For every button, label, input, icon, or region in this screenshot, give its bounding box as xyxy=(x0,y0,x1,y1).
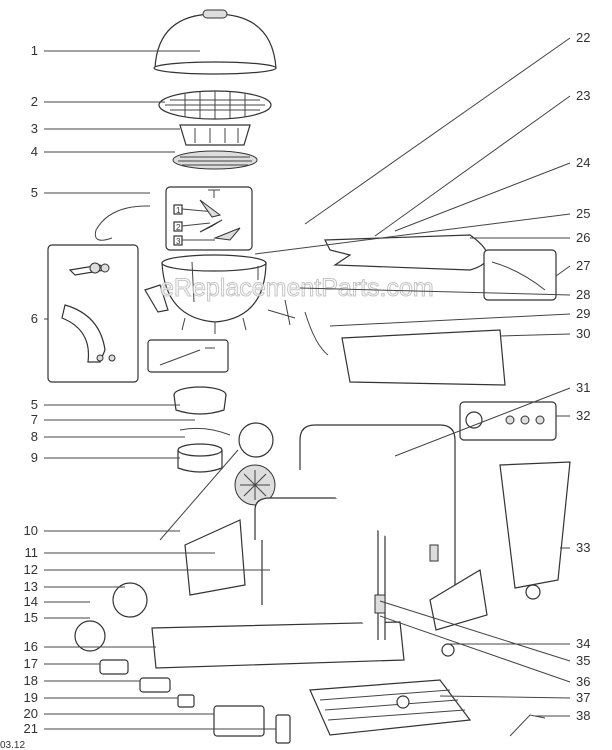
cooking-grate-part xyxy=(158,90,272,120)
part-number-label: 19 xyxy=(24,690,38,705)
part-number-label: 5 xyxy=(31,185,38,200)
leader-line xyxy=(304,37,571,225)
leader-line xyxy=(555,265,571,277)
leader-line xyxy=(394,162,571,232)
leader-line xyxy=(394,387,571,457)
leader-line xyxy=(499,333,571,337)
part-number-label: 21 xyxy=(24,721,38,736)
leader-line xyxy=(379,600,571,662)
part-number-label: 2 xyxy=(31,94,38,109)
inset-box-27 xyxy=(483,249,557,301)
leader-line xyxy=(254,213,571,255)
part-number-label: 38 xyxy=(576,708,590,723)
part-number-label: 27 xyxy=(576,258,590,273)
side-handle-part xyxy=(184,519,246,596)
part-number-label: 4 xyxy=(31,144,38,159)
diagram-code: 03.12 xyxy=(0,740,25,750)
part-number-label: 15 xyxy=(24,610,38,625)
part-number-label: 16 xyxy=(24,639,38,654)
part-number-label: 17 xyxy=(24,656,38,671)
probe-part xyxy=(267,299,329,356)
ash-parts xyxy=(147,339,231,473)
part-number-label: 9 xyxy=(31,450,38,465)
part-number-label: 6 xyxy=(31,311,38,326)
part-number-label: 22 xyxy=(576,30,590,45)
inset-step-number: 3 xyxy=(176,237,181,246)
part-number-label: 33 xyxy=(576,540,590,555)
inset-box-6 xyxy=(47,244,169,383)
part-number-label: 5 xyxy=(31,397,38,412)
part-number-label: 8 xyxy=(31,429,38,444)
part-number-label: 26 xyxy=(576,230,590,245)
part-number-label: 13 xyxy=(24,579,38,594)
part-number-label: 32 xyxy=(576,408,590,423)
part-number-label: 7 xyxy=(31,412,38,427)
part-number-label: 12 xyxy=(24,562,38,577)
leader-line xyxy=(374,95,571,237)
leader-line xyxy=(379,615,571,683)
side-shelf-part xyxy=(324,234,488,271)
leader-line xyxy=(329,313,571,327)
part-number-label: 31 xyxy=(576,380,590,395)
part-number-label: 24 xyxy=(576,155,590,170)
part-number-label: 10 xyxy=(24,523,38,538)
charcoal-grate-part xyxy=(172,150,258,170)
frame-part xyxy=(254,424,488,640)
bowl-part xyxy=(161,254,267,334)
part-number-label: 37 xyxy=(576,690,590,705)
charcoal-basket-part xyxy=(179,124,251,146)
inset-box-5: 1 2 3 xyxy=(165,186,253,251)
front-panel-part xyxy=(341,329,506,386)
vent-discs xyxy=(234,422,276,506)
leader-line xyxy=(439,695,571,699)
part-number-label: 23 xyxy=(576,88,590,103)
part-number-label: 29 xyxy=(576,306,590,321)
part-number-label: 3 xyxy=(31,121,38,136)
part-number-label: 18 xyxy=(24,673,38,688)
inset-step-number: 1 xyxy=(176,206,181,215)
part-number-label: 11 xyxy=(25,545,39,560)
part-number-label: 14 xyxy=(24,594,38,609)
part-number-label: 30 xyxy=(576,326,590,341)
inset-step-number: 2 xyxy=(176,223,181,232)
control-panel-part xyxy=(74,582,405,744)
lid-part xyxy=(153,9,277,75)
cable-part xyxy=(94,205,151,241)
leader-line xyxy=(299,287,571,296)
rod-part xyxy=(159,449,239,541)
part-number-label: 20 xyxy=(24,706,38,721)
part-number-label: 1 xyxy=(31,43,38,58)
watermark-logo: eReplacementParts.com xyxy=(160,274,434,302)
part-number-label: 25 xyxy=(576,206,590,221)
bottom-shelf-part xyxy=(309,643,546,737)
part-number-label: 28 xyxy=(576,287,590,302)
part-number-label: 36 xyxy=(576,674,590,689)
part-number-label: 34 xyxy=(576,636,590,651)
storage-bin-part xyxy=(499,461,571,589)
part-number-label: 35 xyxy=(576,653,590,668)
